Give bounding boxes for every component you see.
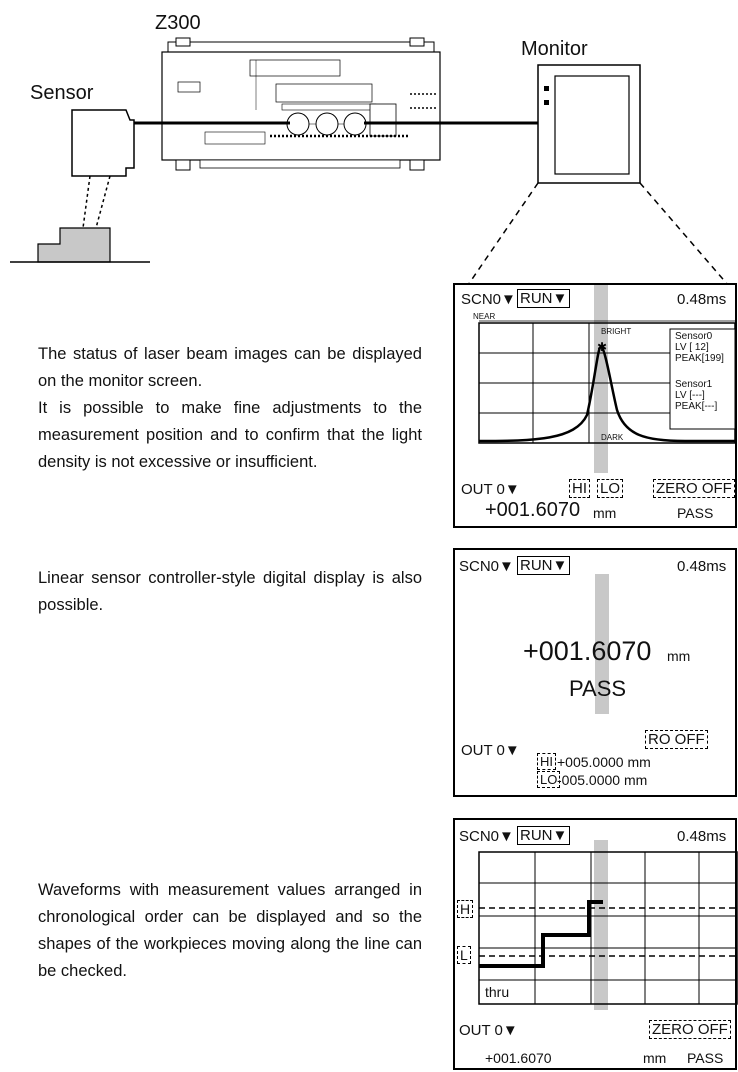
judgement-status: PASS bbox=[677, 505, 714, 521]
digital-screen: SCN0▼ RUN▼ 0.48ms +001.6070 mm PASS OUT … bbox=[453, 548, 737, 797]
lo-label: LO bbox=[537, 771, 561, 788]
output-selector[interactable]: OUT 0▼ bbox=[459, 1022, 518, 1039]
lo-threshold: -005.0000 mm bbox=[557, 772, 648, 788]
trend-graph bbox=[478, 840, 738, 1010]
zero-off-button[interactable]: ZERO OFF bbox=[653, 479, 735, 498]
sensor0-name: Sensor0 bbox=[675, 331, 713, 342]
cycle-time: 0.48ms bbox=[677, 291, 727, 308]
near-label: NEAR bbox=[473, 312, 496, 321]
output-selector[interactable]: OUT 0▼ bbox=[461, 481, 520, 498]
bright-label: BRIGHT bbox=[601, 327, 632, 336]
sensor1-info: Sensor1 LV [---] PEAK[---] bbox=[675, 379, 717, 412]
unit-label: mm bbox=[593, 505, 617, 521]
sensor1-name: Sensor1 bbox=[675, 379, 713, 390]
controller-unit bbox=[161, 37, 441, 171]
waveform-description: The status of laser beam images can be d… bbox=[38, 345, 422, 471]
beam-position-bar bbox=[595, 574, 609, 714]
sensor1-peak: PEAK[---] bbox=[675, 401, 718, 412]
sensor1-lv: LV [---] bbox=[675, 390, 705, 401]
system-diagram bbox=[10, 37, 729, 286]
sensor0-peak: PEAK[199] bbox=[675, 353, 724, 364]
dark-label: DARK bbox=[601, 433, 624, 442]
controller-label: Z300 bbox=[155, 12, 201, 34]
output-selector[interactable]: OUT 0▼ bbox=[461, 742, 520, 759]
scn-selector[interactable]: SCN0▼ bbox=[461, 291, 516, 308]
trend-screen: SCN0▼ RUN▼ 0.48ms H L thru OUT 0▼ ZERO O… bbox=[453, 818, 738, 1070]
thru-label: thru bbox=[485, 984, 510, 1000]
monitor-device bbox=[537, 64, 641, 184]
hi-indicator: HI bbox=[569, 479, 590, 498]
digital-description: Linear sensor controller-style digital d… bbox=[38, 569, 422, 614]
monitor-label: Monitor bbox=[521, 38, 588, 60]
cycle-time: 0.48ms bbox=[677, 558, 727, 575]
run-mode-button[interactable]: RUN▼ bbox=[517, 826, 571, 845]
trend-description: Waveforms with measurement values arrang… bbox=[38, 881, 422, 980]
svg-text:✱: ✱ bbox=[597, 340, 607, 354]
scn-selector[interactable]: SCN0▼ bbox=[459, 558, 514, 575]
workpiece bbox=[10, 227, 150, 263]
judgement-status: PASS bbox=[687, 1050, 724, 1066]
hi-label: HI bbox=[537, 753, 556, 770]
hi-limit-marker: H bbox=[457, 900, 474, 918]
lo-limit-marker: L bbox=[457, 946, 471, 964]
sensor0-info: Sensor0 LV [ 12] PEAK[199] bbox=[675, 331, 724, 364]
measurement-value: +001.6070 bbox=[485, 1050, 552, 1066]
cycle-time: 0.48ms bbox=[677, 828, 727, 845]
waveform-graph: ✱ bbox=[478, 285, 736, 473]
zero-off-button[interactable]: ZERO OFF bbox=[649, 1020, 731, 1039]
run-mode-button[interactable]: RUN▼ bbox=[517, 556, 571, 575]
sensor0-lv: LV [ 12] bbox=[675, 342, 709, 353]
unit-label: mm bbox=[643, 1050, 667, 1066]
run-mode-button[interactable]: RUN▼ bbox=[517, 289, 571, 308]
hi-threshold: +005.0000 mm bbox=[557, 754, 651, 770]
measurement-value: +001.6070 bbox=[485, 499, 581, 521]
sensor-head bbox=[71, 109, 135, 229]
judgement-status: PASS bbox=[569, 676, 627, 701]
measurement-value: +001.6070 bbox=[523, 636, 652, 666]
waveform-screen: ✱ SCN0▼ RUN▼ 0.48ms NEAR BRIGHT DARK Sen… bbox=[453, 283, 737, 528]
sensor-label: Sensor bbox=[30, 82, 94, 104]
scn-selector[interactable]: SCN0▼ bbox=[459, 828, 514, 845]
unit-label: mm bbox=[667, 648, 691, 664]
lo-indicator: LO bbox=[597, 479, 624, 498]
ro-off-button[interactable]: RO OFF bbox=[645, 730, 708, 749]
